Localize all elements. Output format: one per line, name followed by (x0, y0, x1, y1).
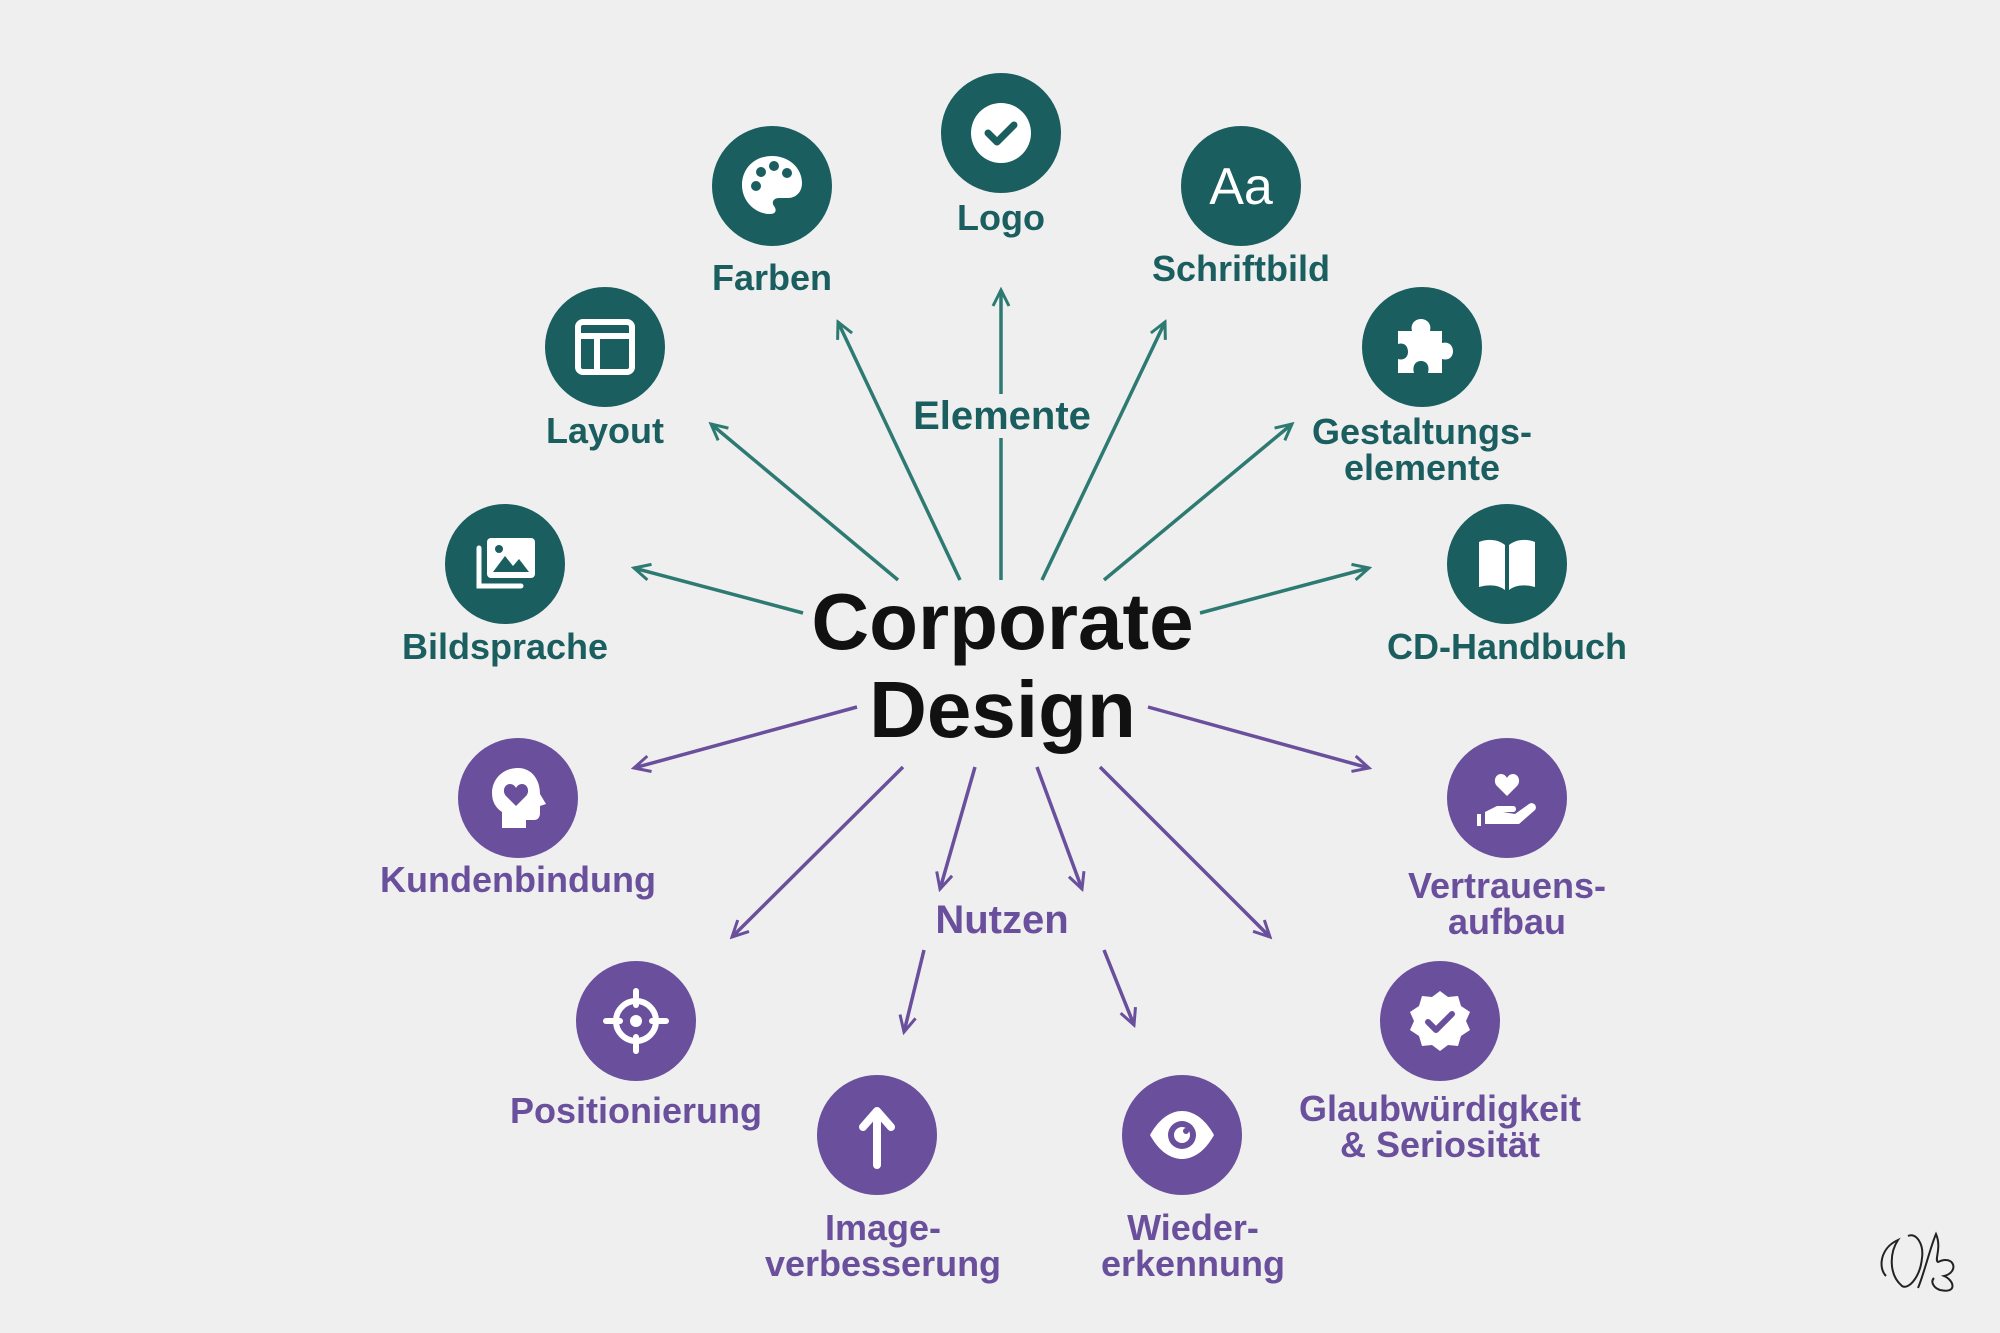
node-label: Positionierung (510, 1090, 762, 1131)
arrow-to-farben (838, 322, 962, 581)
node-circle (576, 961, 696, 1081)
node-label: Vertrauens- aufbau (1407, 865, 1607, 942)
arrow-to-vertrauensaufbau (1147, 705, 1369, 768)
arrow-to-cd-handbuch (1199, 568, 1369, 615)
node-label: Farben (711, 257, 833, 298)
book-icon (1479, 539, 1535, 590)
node-label: Bildsprache (401, 626, 609, 667)
node-label: CD-Handbuch (1387, 626, 1627, 667)
center-title: Corporate Design (811, 577, 1194, 754)
arrow-to-bildsprache (634, 568, 804, 615)
arrow-to-layout (711, 424, 900, 582)
node-label: Wieder- erkennung (1100, 1207, 1286, 1284)
arrow-to-wiedererkennung-tip (1102, 949, 1134, 1025)
node-circle (941, 73, 1061, 193)
node-circle (458, 738, 578, 858)
layout-icon (575, 319, 635, 375)
node-circle (1447, 504, 1567, 624)
target-icon (603, 988, 669, 1054)
arrow-to-kundenbindung (634, 705, 858, 768)
node-circle (1447, 738, 1567, 858)
arrow-up-icon (859, 1107, 895, 1169)
verified-badge-icon (1410, 991, 1470, 1051)
node-label: Gestaltungs- elemente (1311, 411, 1533, 488)
node-circle (1122, 1075, 1242, 1195)
arrow-to-positionierung (732, 765, 905, 937)
node-label: Kundenbindung (380, 859, 656, 900)
node-circle (712, 126, 832, 246)
group-label-benefits: Nutzen (852, 898, 1152, 942)
eye-icon (1150, 1111, 1214, 1159)
puzzle-icon (1398, 319, 1453, 373)
node-label: Layout (545, 410, 664, 451)
image-gallery-icon (476, 538, 535, 589)
node-circle (1362, 287, 1482, 407)
head-heart-icon (492, 768, 546, 828)
arrow-to-imageverbesserung-tip (904, 949, 926, 1032)
group-label-benefits-text: Nutzen (927, 898, 1077, 942)
group-label-elements-text: Elemente (905, 394, 1099, 438)
node-label: Glaubwürdigkeit & Seriosität (1298, 1088, 1582, 1165)
node-label: Logo (957, 197, 1045, 238)
node-circle (1380, 961, 1500, 1081)
palette-icon (742, 156, 802, 214)
node-circle: Aa (1181, 126, 1301, 246)
node-label: Image- verbesserung (764, 1207, 1002, 1284)
node-circle (545, 287, 665, 407)
check-circle-icon (971, 103, 1031, 163)
arrow-to-imageverbesserung (940, 766, 977, 889)
node-circle (817, 1075, 937, 1195)
hand-heart-icon (1477, 774, 1536, 826)
svg-text:Aa: Aa (1209, 158, 1273, 216)
arrow-to-gestaltungselemente (1102, 424, 1292, 582)
arrow-to-wiedererkennung (1035, 766, 1082, 889)
group-label-elements: Elemente (852, 394, 1152, 438)
signature-logo (1880, 1231, 1955, 1292)
typography-icon: Aa (1209, 158, 1273, 216)
arrow-to-glaubwuerdigkeit (1098, 765, 1270, 937)
arrow-to-schriftbild (1040, 322, 1165, 581)
node-label: Schriftbild (1152, 248, 1330, 289)
node-circle (445, 504, 565, 624)
